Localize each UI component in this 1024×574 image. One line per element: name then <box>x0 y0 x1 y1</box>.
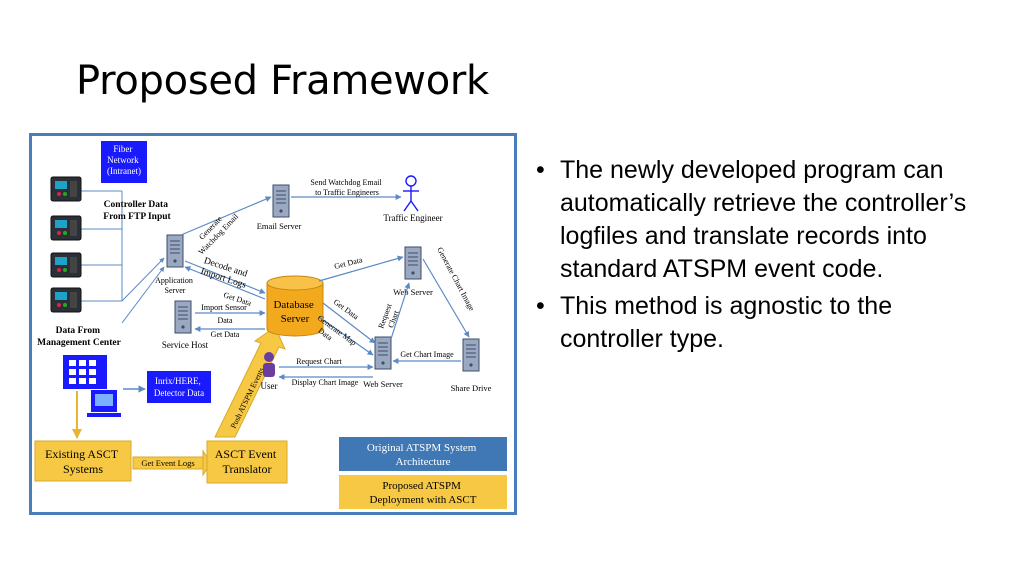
controller-icon-1 <box>50 176 82 202</box>
send-watchdog-line-2: to Traffic Engineers <box>315 188 379 197</box>
share-drive-icon <box>462 338 480 372</box>
legend-original-box <box>339 437 507 471</box>
inrix-line-1: Inrix/HERE, <box>155 376 201 386</box>
svg-text:Import Sensor Data: Import Sensor Data <box>201 303 249 325</box>
fiber-line-2: Network <box>107 155 139 165</box>
legend-proposed-box <box>339 475 507 509</box>
user-icon <box>263 352 275 377</box>
display-chart-image-label: Display Chart Image <box>292 378 359 387</box>
page-title: Proposed Framework <box>76 58 489 104</box>
application-server-line-1: Application <box>155 276 193 285</box>
svg-text:Send Watchdog Email to Tra: Send Watchdog Email to Traffic Engineers <box>310 178 383 197</box>
application-server-line-2: Server <box>165 286 186 295</box>
svg-text:Proposed ATSPM Deployment: Proposed ATSPM Deployment with ASCT <box>370 480 477 506</box>
controller-data-line-1: Controller Data <box>104 200 169 210</box>
request-chart-label: Request Chart <box>296 357 342 366</box>
controller-icon-4 <box>50 287 82 313</box>
fiber-line-3: (Intranet) <box>107 166 141 176</box>
email-server-icon <box>272 184 290 218</box>
get-chart-image-label: Get Chart Image <box>400 350 454 359</box>
web-server-bottom-label: Web Server <box>363 379 403 389</box>
share-drive-label: Share Drive <box>451 383 492 393</box>
existing-asct-line-1: Existing ASCT <box>45 447 119 461</box>
database-line-1: Database <box>273 299 313 311</box>
database-server-icon <box>266 275 324 337</box>
web-server-top-label: Web Server <box>393 287 433 297</box>
get-event-logs-label: Get Event Logs <box>141 458 194 468</box>
user-label: User <box>261 381 278 391</box>
import-sensor-line-1: Import Sensor <box>201 303 247 312</box>
bullet-item-2: This method is agnostic to the controlle… <box>534 290 974 356</box>
fiber-network-box <box>101 141 147 183</box>
controller-data-line-2: From FTP Input <box>103 212 171 222</box>
get-data-service-label: Get Data <box>211 330 240 339</box>
svg-text:Data From Management Cente: Data From Management Center <box>37 326 121 348</box>
web-server-top-icon <box>404 246 422 280</box>
traffic-engineer-label: Traffic Engineer <box>383 213 442 223</box>
traffic-engineer-icon <box>403 175 419 212</box>
inrix-line-2: Detector Data <box>154 388 204 398</box>
framework-diagram: Fiber Network (Intranet) Controller Data… <box>29 133 517 515</box>
service-host-label: Service Host <box>162 340 209 350</box>
legend-proposed-line-1: Proposed ATSPM <box>382 480 461 492</box>
svg-text:Original ATSPM System Arch: Original ATSPM System Architecture <box>367 442 479 468</box>
management-center-icon <box>63 355 121 417</box>
email-server-label: Email Server <box>257 221 302 231</box>
asct-translator-box <box>206 440 288 484</box>
svg-text:Application Server: Application Server <box>155 276 195 295</box>
management-line-1: Data From <box>56 326 100 336</box>
inrix-detector-box <box>147 371 211 403</box>
bullet-list: The newly developed program can automati… <box>534 154 974 360</box>
fiber-line-1: Fiber <box>113 144 132 154</box>
send-watchdog-line-1: Send Watchdog Email <box>310 178 382 187</box>
svg-text:Inrix/HERE, Detector Data: Inrix/HERE, Detector Data <box>154 376 204 398</box>
service-host-icon <box>174 300 192 334</box>
asct-translator-line-2: Translator <box>223 462 272 476</box>
bullet-item-1: The newly developed program can automati… <box>534 154 974 286</box>
svg-text:Controller Data From FTP I: Controller Data From FTP Input <box>103 200 171 222</box>
svg-text:ASCT Event Translator: ASCT Event Translator <box>215 447 279 476</box>
asct-translator-line-1: ASCT Event <box>215 447 277 461</box>
svg-text:Fiber Network (Intrane: Fiber Network (Intranet) <box>107 144 141 176</box>
controller-icon-2 <box>50 215 82 241</box>
application-server-icon <box>166 234 184 268</box>
svg-text:Existing ASCT Systems: Existing ASCT Systems <box>45 447 121 476</box>
existing-asct-box <box>34 440 132 482</box>
svg-text:Database Server: Database Server <box>273 299 316 325</box>
import-sensor-line-2: Data <box>217 316 233 325</box>
controller-links <box>81 190 165 324</box>
database-line-2: Server <box>281 313 310 325</box>
existing-asct-line-2: Systems <box>63 462 103 476</box>
legend-proposed-line-2: Deployment with ASCT <box>370 494 477 506</box>
web-server-bottom-icon <box>374 336 392 370</box>
legend-original-line-2: Architecture <box>396 456 451 468</box>
controller-icon-3 <box>50 252 82 278</box>
management-line-2: Management Center <box>37 338 121 348</box>
legend-original-line-1: Original ATSPM System <box>367 442 477 454</box>
